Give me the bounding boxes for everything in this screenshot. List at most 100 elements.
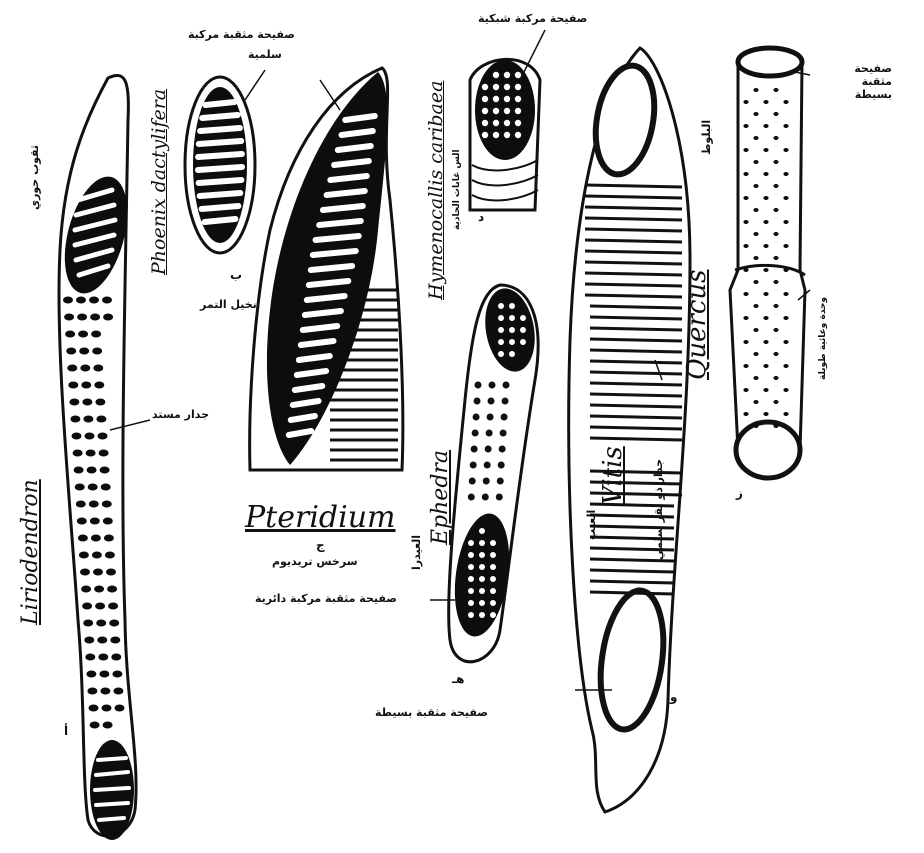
pore — [490, 588, 496, 594]
pit — [763, 244, 768, 248]
pit — [753, 280, 758, 284]
pit — [471, 446, 478, 453]
bar — [313, 251, 356, 255]
vessel-element-quercus — [730, 48, 805, 478]
pit — [83, 416, 93, 423]
pit — [90, 314, 100, 321]
pit — [763, 340, 768, 344]
bar — [297, 371, 326, 375]
bar — [295, 386, 323, 390]
pit — [743, 196, 748, 200]
wall-thickening — [590, 570, 674, 572]
pit — [773, 184, 778, 188]
pore — [479, 564, 485, 570]
wall-thickening — [585, 262, 682, 264]
label-phoenix: Phoenix dactylifera — [148, 89, 170, 275]
bar — [307, 296, 345, 300]
vessel-element-hymenocallis — [470, 59, 540, 210]
pore — [493, 132, 499, 138]
pore — [504, 120, 510, 126]
pit — [105, 552, 115, 559]
pit — [753, 304, 758, 308]
pit — [96, 416, 106, 423]
pore — [479, 576, 485, 582]
pit — [783, 244, 788, 248]
pit — [111, 654, 121, 661]
pore — [468, 600, 474, 606]
pit — [783, 412, 788, 416]
pore — [468, 588, 474, 594]
pit — [487, 414, 494, 421]
pore — [504, 108, 510, 114]
pore — [490, 564, 496, 570]
pit — [773, 280, 778, 284]
pore — [468, 552, 474, 558]
pore — [493, 120, 499, 126]
pore — [504, 132, 510, 138]
pit — [743, 412, 748, 416]
pit — [468, 494, 475, 501]
pit — [763, 172, 768, 176]
vessel-element-phoenix — [185, 77, 255, 253]
note-a-wall: جدار مستد — [152, 408, 209, 421]
pit — [92, 552, 102, 559]
wall-thickening — [590, 427, 682, 429]
pore — [482, 96, 488, 102]
pit — [783, 148, 788, 152]
pit — [763, 388, 768, 392]
pit — [474, 398, 481, 405]
pit — [110, 637, 120, 644]
pit — [103, 722, 113, 729]
bar — [200, 128, 240, 131]
pit — [90, 518, 100, 525]
pit — [84, 637, 94, 644]
pit — [77, 314, 87, 321]
note-c-common: سرخس تريديوم — [272, 555, 358, 568]
pit — [95, 399, 105, 406]
pit — [486, 430, 493, 437]
pit — [743, 268, 748, 272]
pit — [783, 220, 788, 224]
pore — [493, 72, 499, 78]
pore — [504, 72, 510, 78]
pit — [483, 478, 490, 485]
label-ephedra: Ephedra — [428, 450, 453, 545]
pit — [773, 328, 778, 332]
pit — [95, 603, 105, 610]
wall-thickening — [590, 372, 682, 374]
pore — [498, 327, 504, 333]
pit — [482, 494, 489, 501]
wall-thickening — [590, 361, 682, 363]
letter-c: ج — [316, 538, 325, 552]
note-g-common: البلوط — [700, 120, 713, 155]
note-b-common: نخيل التمر — [200, 298, 257, 311]
pit — [86, 671, 96, 678]
label-liriodendron: Liriodendron — [18, 479, 43, 625]
pit — [98, 433, 108, 440]
wall-thickening — [585, 185, 682, 187]
pit — [102, 705, 112, 712]
wall-thickening — [585, 273, 682, 275]
pit — [503, 382, 510, 389]
pit — [773, 400, 778, 404]
pit — [783, 172, 788, 176]
pit — [93, 569, 103, 576]
pit — [763, 268, 768, 272]
pore — [482, 132, 488, 138]
pit — [106, 569, 116, 576]
pit — [763, 124, 768, 128]
pore — [520, 327, 526, 333]
pit — [743, 244, 748, 248]
pore — [490, 612, 496, 618]
pit — [66, 348, 76, 355]
pore — [482, 108, 488, 114]
pit — [498, 462, 505, 469]
pit — [79, 552, 89, 559]
pit — [743, 220, 748, 224]
pore — [509, 339, 515, 345]
pore — [498, 339, 504, 345]
letter-e: هـ — [452, 672, 464, 686]
pit — [101, 484, 111, 491]
pit — [753, 232, 758, 236]
pore — [482, 84, 488, 90]
